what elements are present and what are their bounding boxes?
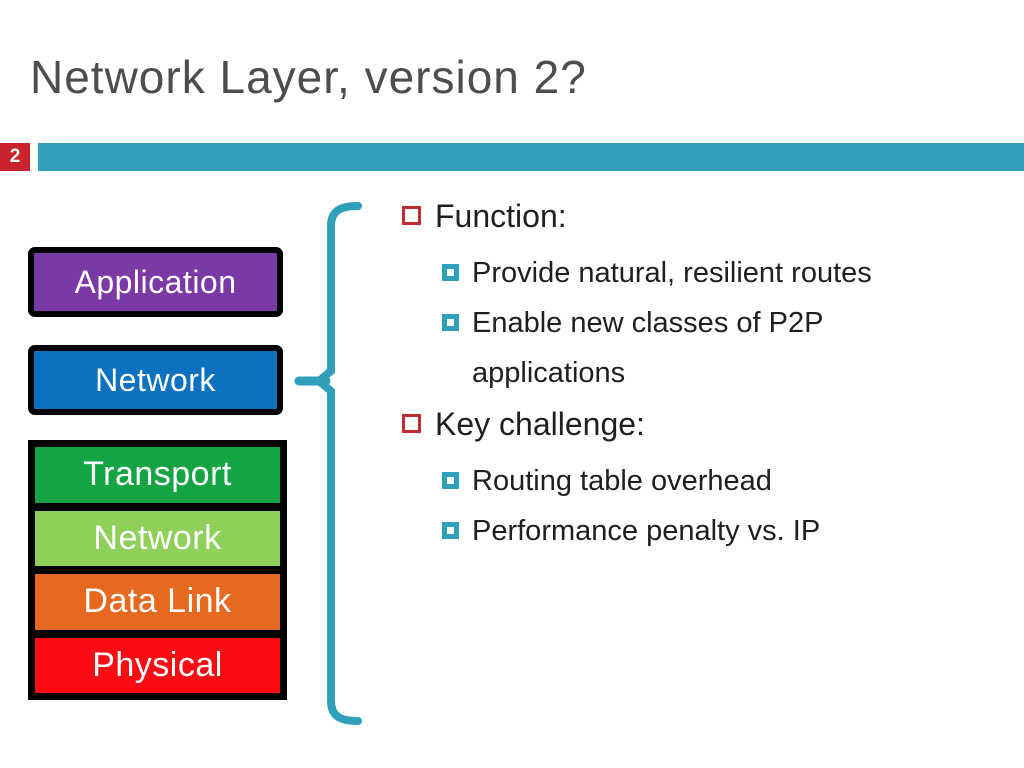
stack-network-layer-label: Network: [93, 518, 222, 557]
bullet-filled-square-icon: [442, 314, 459, 331]
transport-layer-label: Transport: [83, 455, 232, 494]
application-layer-label: Application: [74, 263, 237, 300]
list-item: Key challenge:: [402, 404, 962, 444]
slide-title: Network Layer, version 2?: [30, 51, 587, 103]
list-item: Enable new classes of P2P applications: [442, 298, 962, 398]
list-item-text: Performance penalty vs. IP: [472, 515, 821, 547]
bullet-filled-square-icon: [442, 472, 459, 489]
list-item: Routing table overhead: [442, 456, 962, 506]
curly-brace-icon: [294, 202, 362, 725]
list-item-text: Routing table overhead: [472, 465, 772, 497]
list-item-text: Enable new classes of P2P applications: [472, 307, 823, 389]
bullet-hollow-square-icon: [402, 414, 421, 433]
data-link-layer-label: Data Link: [83, 582, 232, 621]
list-item: Performance penalty vs. IP: [442, 506, 962, 556]
stack-layer-network: Network: [35, 510, 280, 566]
bullet-filled-square-icon: [442, 522, 459, 539]
network-layer-label: Network: [95, 361, 216, 398]
stack-layer-transport: Transport: [35, 447, 280, 503]
page-number-badge: 2: [0, 143, 30, 171]
list-item: Function:: [402, 196, 962, 236]
curly-brace-path: [312, 202, 362, 725]
bullet-filled-square-icon: [442, 264, 459, 281]
physical-layer-label: Physical: [92, 645, 223, 684]
list-item-text: Function:: [435, 198, 567, 234]
application-layer-box: Application: [28, 247, 283, 317]
bullet-hollow-square-icon: [402, 206, 421, 225]
network-layer-box: Network: [28, 345, 283, 415]
list-item: Provide natural, resilient routes: [442, 248, 962, 298]
stack-layer-physical: Physical: [35, 637, 280, 693]
bullet-content: Function: Provide natural, resilient rou…: [402, 196, 962, 556]
title-underline-bar: [38, 143, 1024, 171]
stack-layer-data-link: Data Link: [35, 574, 280, 630]
list-item-text: Provide natural, resilient routes: [472, 257, 872, 289]
protocol-stack: Transport Network Data Link Physical: [28, 440, 287, 700]
list-item-text: Key challenge:: [435, 406, 645, 442]
